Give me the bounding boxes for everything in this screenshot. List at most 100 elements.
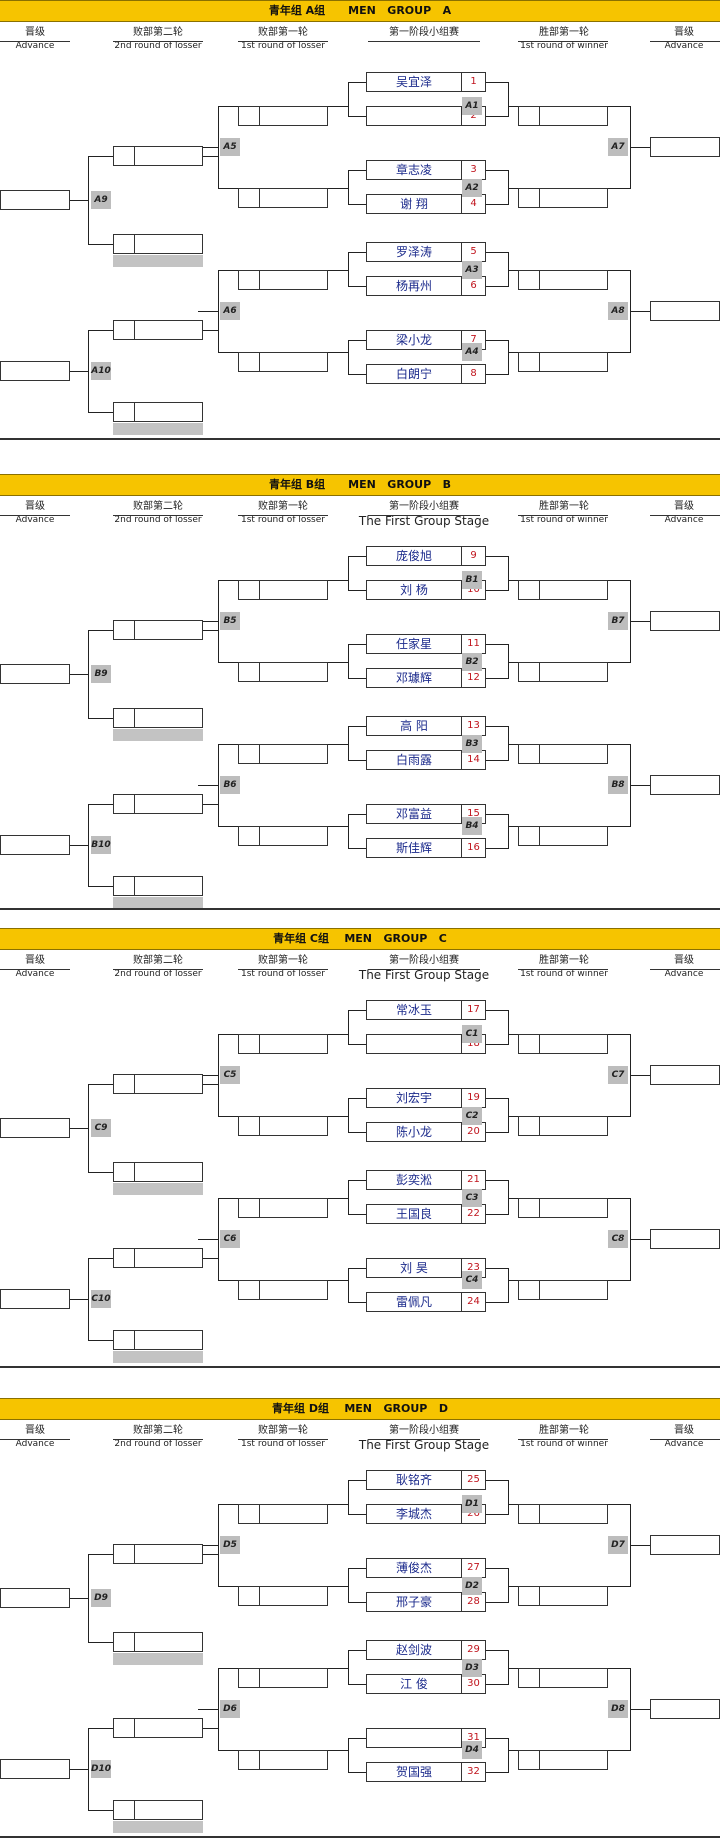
loser-round1-box[interactable] (238, 1668, 328, 1688)
advance-box-right[interactable] (650, 775, 720, 795)
match-label-loser1: B6 (220, 776, 240, 794)
loser-round1-box[interactable] (238, 826, 328, 846)
winner-round1-box[interactable] (518, 1198, 608, 1218)
winner-round1-box[interactable] (518, 1586, 608, 1606)
loser-round2-box[interactable] (113, 1718, 203, 1738)
loser-round1-box[interactable] (238, 270, 328, 290)
loser-round2-box[interactable] (113, 794, 203, 814)
loser-round2-box[interactable] (113, 320, 203, 340)
bracket-line (486, 204, 508, 205)
loser-round2-box[interactable] (113, 146, 203, 166)
loser-round2-box[interactable] (113, 1544, 203, 1564)
winner-round1-box[interactable] (518, 1504, 608, 1524)
winner-round1-box[interactable] (518, 1116, 608, 1136)
loser-round1-box[interactable] (238, 1034, 328, 1054)
advance-box-right[interactable] (650, 1229, 720, 1249)
advance-box-left[interactable] (0, 664, 70, 684)
winner-round1-box[interactable] (518, 662, 608, 682)
loser-round1-box[interactable] (238, 1504, 328, 1524)
advance-box-right[interactable] (650, 1535, 720, 1555)
winner-round1-box[interactable] (518, 580, 608, 600)
loser-round1-box[interactable] (238, 1198, 328, 1218)
winner-round1-box[interactable] (518, 1750, 608, 1770)
advance-box-left[interactable] (0, 361, 70, 381)
loser-round2-box[interactable] (113, 708, 203, 728)
winner-round1-box[interactable] (518, 826, 608, 846)
loser-round1-box[interactable] (238, 662, 328, 682)
loser-round1-box[interactable] (238, 188, 328, 208)
advance-box-left[interactable] (0, 1289, 70, 1309)
loser-round1-box[interactable] (238, 352, 328, 372)
player-name: 吴宜泽 (366, 72, 462, 92)
loser-round2-box[interactable] (113, 876, 203, 896)
advance-box-left[interactable] (0, 190, 70, 210)
advance-box-right[interactable] (650, 137, 720, 157)
winner-round1-box[interactable] (518, 188, 608, 208)
advance-box-right[interactable] (650, 611, 720, 631)
header-cn-label: 胜部第一轮 (539, 501, 589, 512)
winner-round1-box[interactable] (518, 270, 608, 290)
header-underline (0, 1439, 70, 1440)
box-divider (259, 107, 260, 125)
advance-box-left[interactable] (0, 1118, 70, 1138)
bracket-line (348, 82, 366, 83)
winner-round1-box[interactable] (518, 106, 608, 126)
loser-round2-box[interactable] (113, 620, 203, 640)
loser-round2-box[interactable] (113, 1248, 203, 1268)
loser-round2-box[interactable] (113, 234, 203, 254)
winner-round1-box[interactable] (518, 1280, 608, 1300)
winner-round1-box[interactable] (518, 1668, 608, 1688)
loser-round1-box[interactable] (238, 744, 328, 764)
bracket-line (348, 814, 366, 815)
loser-round2-box[interactable] (113, 1800, 203, 1820)
loser-round2-box[interactable] (113, 1162, 203, 1182)
advance-box-right[interactable] (650, 1699, 720, 1719)
advance-box-left[interactable] (0, 1759, 70, 1779)
advance-box-left[interactable] (0, 835, 70, 855)
loser-round2-box[interactable] (113, 402, 203, 422)
loser-round2-box[interactable] (113, 1632, 203, 1652)
loser-round1-box[interactable] (238, 106, 328, 126)
winner-round1-box[interactable] (518, 352, 608, 372)
loser-round1-box[interactable] (238, 1116, 328, 1136)
advance-box-right[interactable] (650, 301, 720, 321)
loser-round1-box[interactable] (238, 1280, 328, 1300)
loser-round1-box[interactable] (238, 1586, 328, 1606)
loser-round2-box[interactable] (113, 1074, 203, 1094)
advance-box-left[interactable] (0, 1588, 70, 1608)
loser-round2-box[interactable] (113, 1330, 203, 1350)
loser-round1-box[interactable] (238, 1750, 328, 1770)
winner-round1-box[interactable] (518, 1034, 608, 1054)
advance-box-right[interactable] (650, 1065, 720, 1085)
bracket-line (88, 718, 113, 719)
winner-round1-box[interactable] (518, 744, 608, 764)
loser-round1-box[interactable] (238, 580, 328, 600)
